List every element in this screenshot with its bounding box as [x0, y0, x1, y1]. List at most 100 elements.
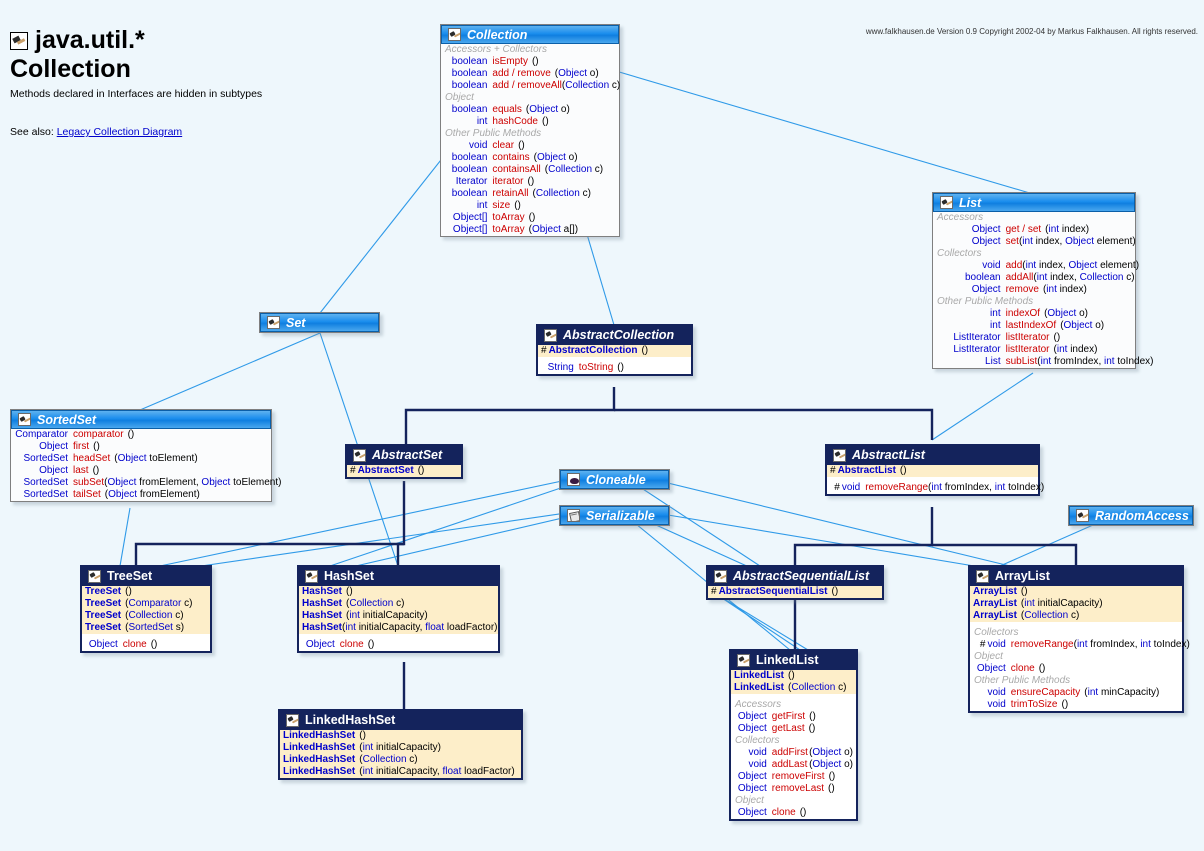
member-name: lastIndexOf: [1005, 320, 1057, 331]
return-type: Object: [737, 783, 767, 794]
class-name: RandomAccess: [1095, 508, 1189, 523]
constructor-params: (): [417, 465, 425, 476]
constructor-params: (Collection c): [125, 610, 184, 621]
member-name: set: [1005, 236, 1019, 247]
constructor-row: LinkedHashSet(): [280, 730, 521, 742]
hammer-icon: [267, 316, 280, 329]
member-name: toArray: [492, 212, 525, 223]
constructor-params: (Collection c): [346, 598, 405, 609]
member-row: Object set(int index, Object element): [933, 236, 1136, 248]
hammer-icon: [10, 31, 28, 50]
class-name: AbstractSequentialList: [733, 569, 870, 583]
class-header: LinkedHashSet: [280, 711, 521, 730]
class-box-serializable[interactable]: Serializable: [559, 505, 670, 526]
page-title-package: java.util.*: [35, 26, 145, 54]
member-params: (): [541, 116, 549, 127]
constructor-name: TreeSet: [85, 622, 122, 633]
hammer-icon: [833, 448, 846, 462]
constructor-section: ArrayList()ArrayList(int initialCapacity…: [970, 586, 1182, 622]
section-group-label: Collectors: [937, 248, 982, 259]
constructor-section: #AbstractSequentialList(): [708, 586, 882, 598]
return-type: Object: [305, 639, 335, 650]
constructor-row: LinkedList(): [731, 670, 856, 682]
section-group-label: Accessors: [937, 212, 984, 223]
constructor-name: HashSet: [302, 622, 343, 633]
return-type: Comparator: [15, 429, 68, 440]
member-params: (Object o): [554, 68, 599, 79]
section-group-label: Other Public Methods: [937, 296, 1034, 307]
constructor-row: HashSet(Collection c): [299, 598, 498, 610]
constructor-row: TreeSet(Collection c): [82, 610, 210, 622]
member-params: (): [1038, 663, 1046, 674]
section-group-label: Collectors: [735, 735, 780, 746]
member-name: size: [492, 200, 511, 211]
member-name: equals: [492, 104, 522, 115]
return-type: SortedSet: [23, 477, 68, 488]
member-row: Object[]toArray(): [441, 212, 619, 224]
member-name: tailSet: [73, 489, 101, 500]
constructor-name: ArrayList: [973, 586, 1017, 597]
member-params: (Object toElement): [114, 453, 198, 464]
class-box-randomaccess[interactable]: RandomAccess: [1068, 505, 1194, 526]
section-group-label: Object: [445, 92, 474, 103]
member-params: (int index): [1045, 224, 1090, 235]
copyright-text: www.falkhausen.de Version 0.9 Copyright …: [865, 27, 1198, 36]
hammer-icon: [305, 569, 318, 583]
hammer-icon: [1076, 509, 1089, 522]
member-params: (int index, Object element): [1018, 236, 1136, 247]
constructor-name: LinkedList: [734, 670, 785, 681]
return-type: Object: [971, 236, 1001, 247]
visibility-marker: #: [711, 586, 717, 597]
class-header: AbstractList: [827, 446, 1038, 465]
return-type: Object[]: [452, 212, 488, 223]
member-params: (): [93, 441, 100, 452]
class-box-set[interactable]: Set: [259, 312, 380, 333]
constructor-name: ArrayList: [973, 598, 1017, 609]
section-group-label: Accessors + Collectors: [445, 44, 547, 55]
class-box-abstractcollection[interactable]: AbstractCollection#AbstractCollection()S…: [536, 324, 693, 376]
class-box-abstractsequentiallist[interactable]: AbstractSequentialList #AbstractSequentia…: [706, 565, 884, 600]
member-params: (Collection c): [561, 80, 621, 91]
constructor-row: HashSet(int initialCapacity, float loadF…: [299, 622, 498, 634]
member-name: ensureCapacity: [1010, 687, 1081, 698]
constructor-params: (): [788, 670, 795, 681]
member-name: clone: [1010, 663, 1035, 674]
constructor-params: (): [641, 345, 649, 356]
constructor-name: AbstractCollection: [548, 345, 638, 356]
class-box-abstractset[interactable]: AbstractSet#AbstractSet(): [345, 444, 463, 479]
class-header: HashSet: [299, 567, 498, 586]
class-box-cloneable[interactable]: Cloneable: [559, 469, 670, 490]
member-params: (Object o): [809, 747, 853, 758]
constructor-name: ArrayList: [973, 610, 1017, 621]
legacy-collection-diagram-link[interactable]: Legacy Collection Diagram: [56, 126, 183, 138]
member-name: removeRange: [1010, 639, 1074, 650]
member-params: (): [799, 807, 807, 818]
constructor-name: LinkedList: [734, 682, 785, 693]
constructor-row: LinkedHashSet(Collection c): [280, 754, 521, 766]
member-params: (int index, Object element): [1022, 260, 1140, 271]
constructor-name: AbstractList: [837, 465, 896, 476]
hammer-icon: [88, 569, 101, 583]
constructor-params: (): [831, 586, 839, 597]
